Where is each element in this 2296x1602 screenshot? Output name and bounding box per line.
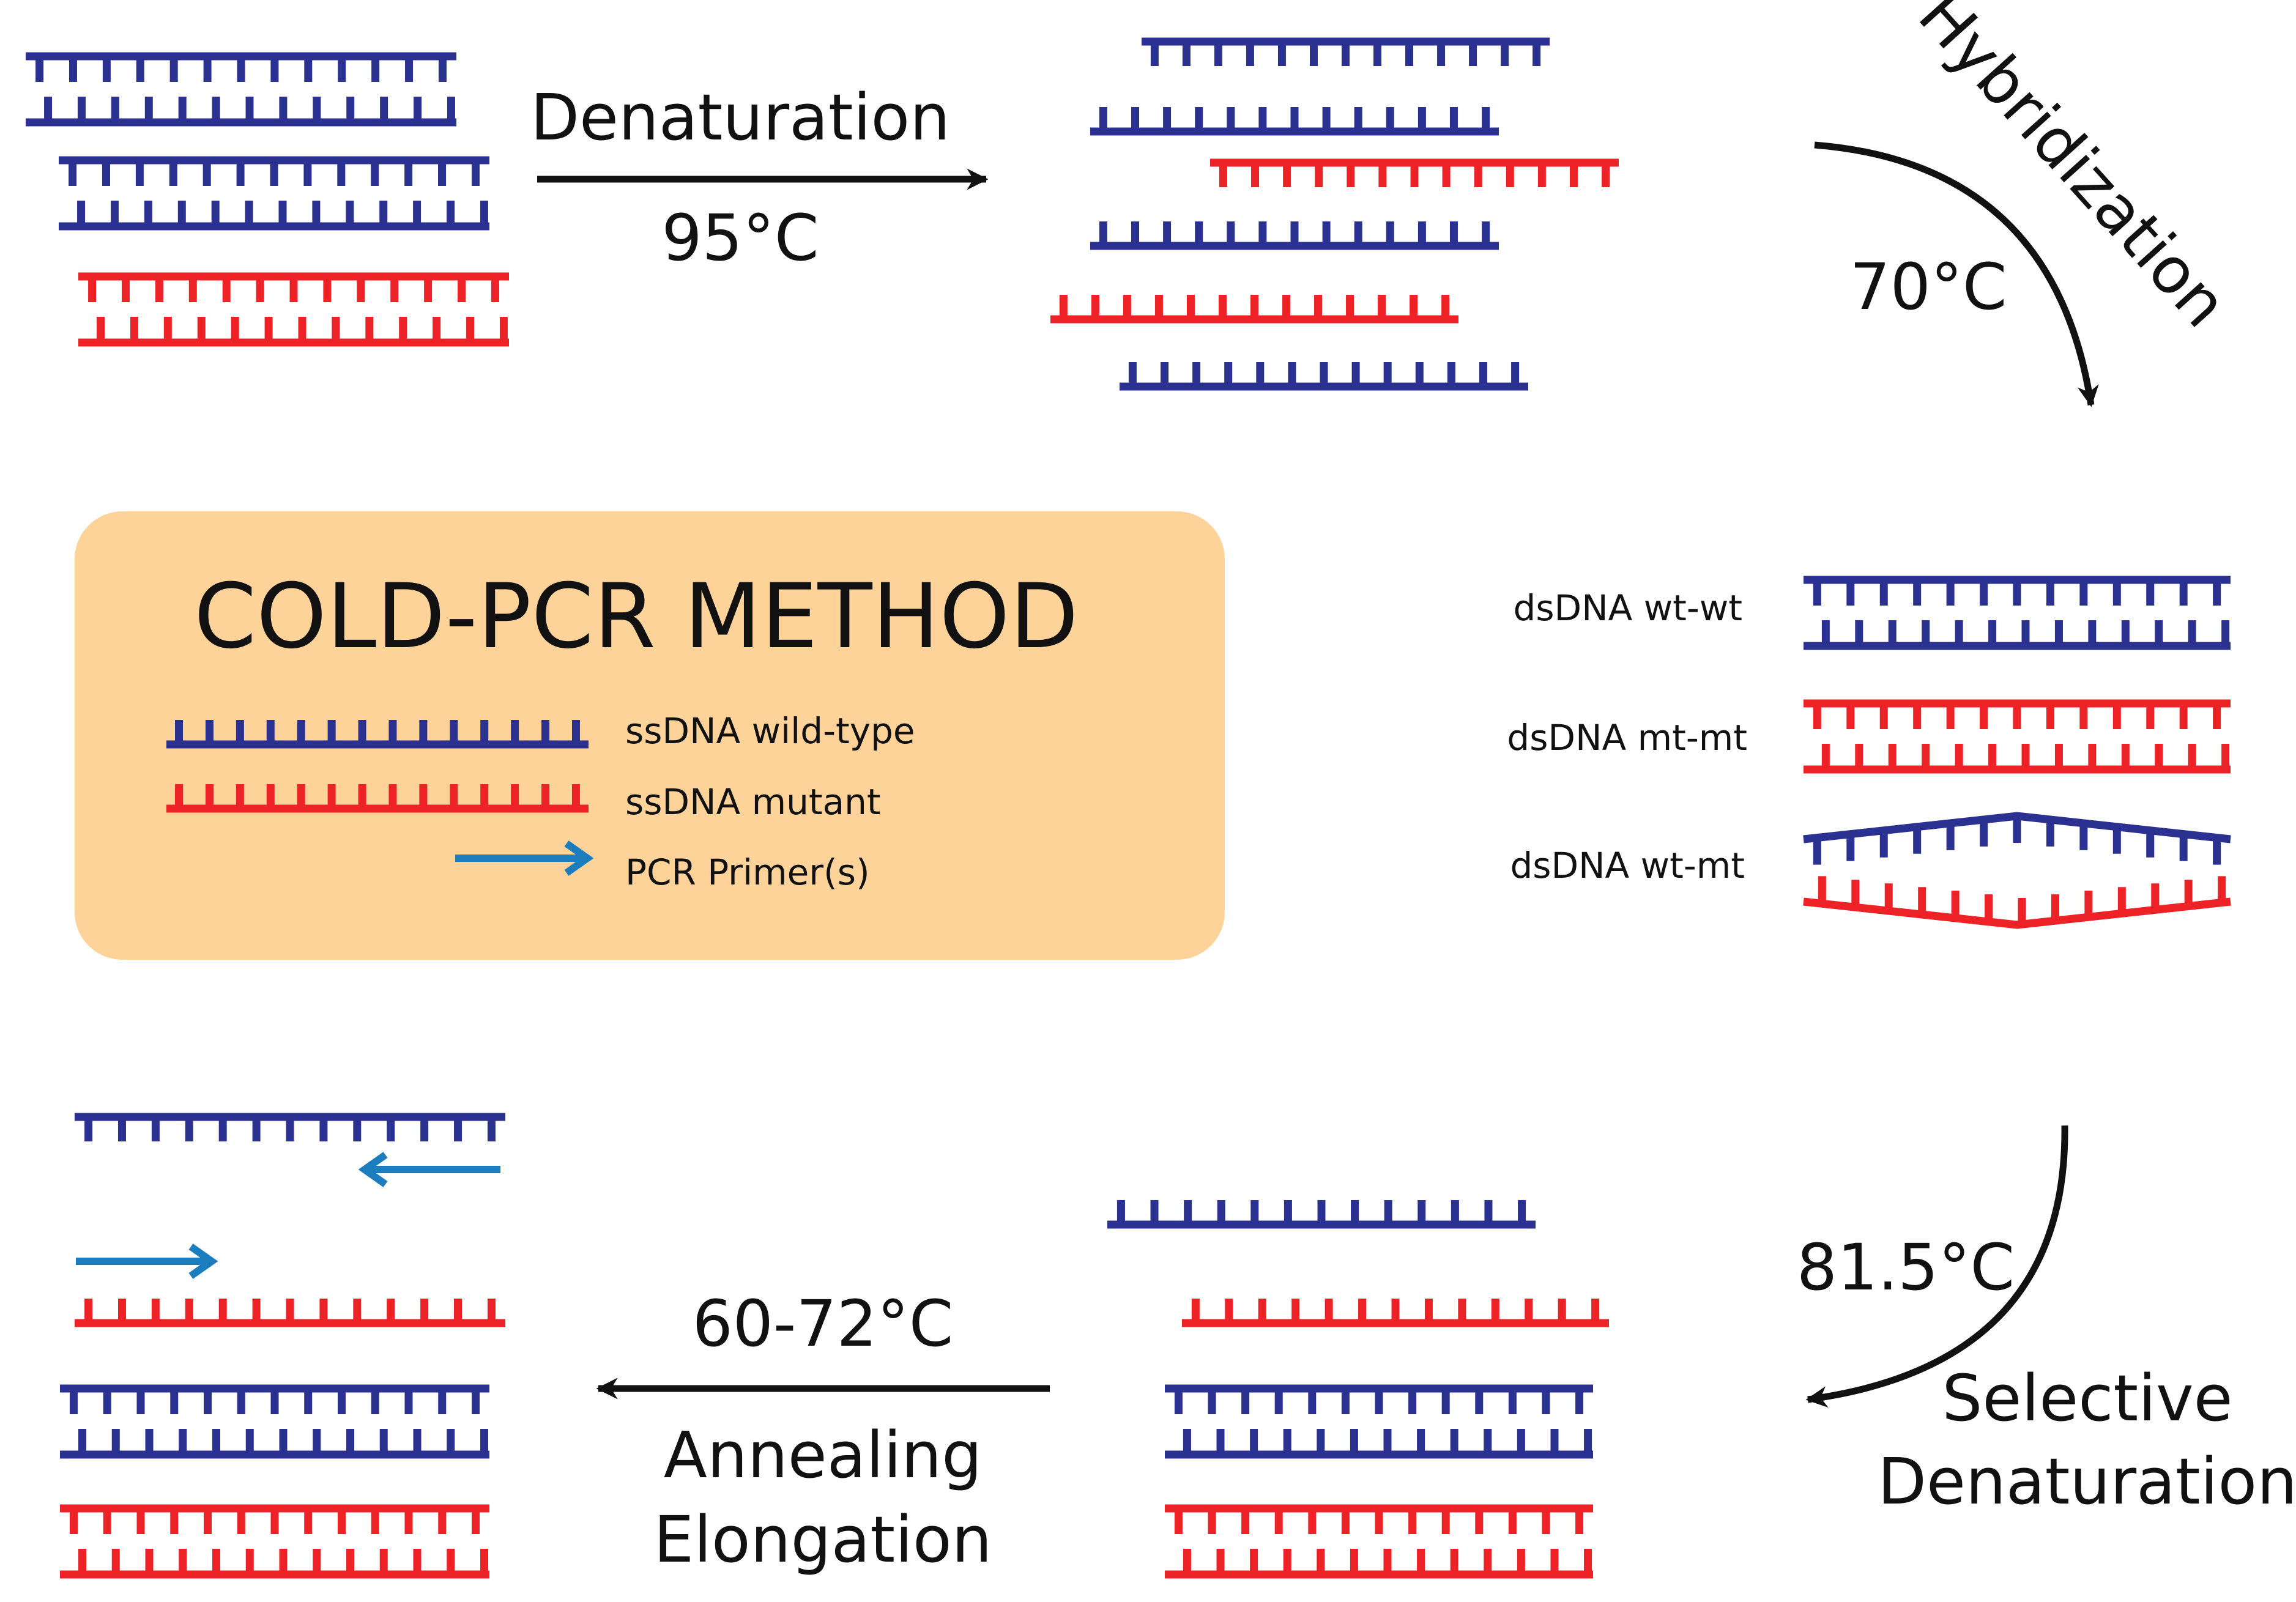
legend-key-mutant [166,784,589,813]
selective-denaturation-temp: 81.5°C [1797,1230,2015,1305]
primer-forward [76,1244,218,1279]
legend-label-wildtype: ssDNA wild-type [625,710,915,752]
annealing-label-2: Elongation [653,1502,992,1577]
denatured-strand-5 [1050,295,1458,324]
primer-reverse [358,1152,500,1187]
selective-duplex-wildtype [1165,1384,1593,1459]
duplex-label-wt-mt: dsDNA wt-mt [1510,845,1745,886]
step-denaturation: Denaturation 95°C [530,80,989,275]
annealing-label-1: Annealing [664,1418,982,1493]
duplex-label-mt-mt: dsDNA mt-mt [1507,717,1747,758]
selective-denaturation-label-2: Denaturation [1878,1444,2296,1519]
duplex-label-wt-wt: dsDNA wt-wt [1514,587,1742,629]
denatured-strand-2 [1090,107,1499,136]
legend-key-wildtype [166,720,589,749]
dsdna-wt-wt [1804,576,2231,650]
primer-arrowhead [358,1152,388,1187]
step-annealing-elongation: 60-72°C Annealing Elongation [596,1286,1050,1577]
step-selective-denaturation: 81.5°C Selective Denaturation [1797,1125,2296,1519]
denaturation-label: Denaturation [530,80,950,155]
selective-duplex-mutant [1165,1504,1593,1579]
step-hybridization: Hybridization 70°C [1814,0,2242,407]
dsdna-mt-mt [1804,699,2231,774]
denatured-strand-3 [1210,158,1619,187]
legend-label-mutant: ssDNA mutant [625,781,881,823]
legend-label-primer: PCR Primer(s) [625,851,870,893]
start-duplex-mutant [78,272,509,347]
hybridization-arrow [1814,141,2099,407]
denaturation-temp: 95°C [662,201,819,275]
annealed-duplex-mutant [60,1504,489,1579]
selective-denaturation-arrow [1805,1125,2068,1408]
annealed-duplex-wildtype [60,1384,489,1459]
selective-strand-wildtype [1107,1200,1536,1229]
denatured-strand-6 [1120,362,1528,391]
hybridization-temp: 70°C [1850,250,2007,324]
legend-key-primer [455,840,594,876]
selective-denaturation-label-1: Selective [1942,1361,2232,1436]
legend-box [75,511,1225,960]
annealing-temp: 60-72°C [693,1286,954,1361]
denatured-strand-1 [1142,37,1550,66]
start-duplex-wildtype-2 [59,156,489,231]
start-duplex-wildtype-1 [26,52,456,127]
denatured-strand-4 [1090,221,1499,250]
legend-title: COLD-PCR METHOD [194,565,1079,669]
selective-strand-mutant [1182,1299,1609,1327]
annealed-strand-mutant [75,1299,505,1327]
dsdna-wt-mt-heteroduplex [1803,812,2231,929]
heteroduplex-mutant-backbone [1803,897,2231,929]
primer-arrowhead [564,840,594,876]
annealed-strand-wildtype [75,1113,505,1141]
primer-arrowhead [188,1244,218,1279]
